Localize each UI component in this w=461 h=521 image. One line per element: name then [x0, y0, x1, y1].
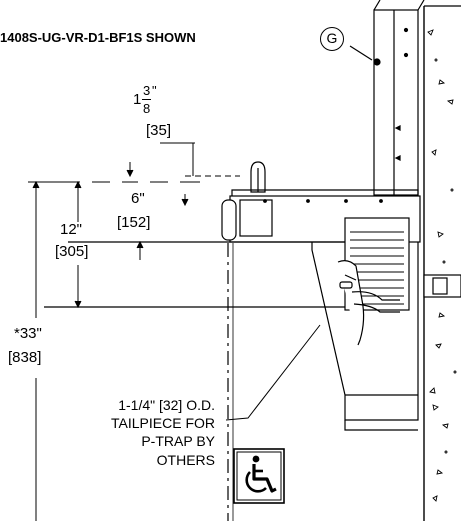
- note-line-4: OTHERS: [156, 451, 215, 468]
- note-line-3: P-TRAP BY: [141, 433, 215, 450]
- drawing-title: 1408S-UG-VR-D1-BF1S SHOWN: [0, 30, 196, 45]
- dim-12-in: 12": [60, 221, 83, 238]
- dim-1-3-8-den: 8: [143, 101, 151, 116]
- note-line-2: TAILPIECE FOR: [111, 415, 215, 432]
- dim-33-in: *33": [14, 325, 42, 342]
- callout-g: G: [320, 27, 344, 51]
- wheelchair-accessible-icon: [233, 448, 285, 504]
- note-line-1: 1-1/4" [32] O.D.: [118, 397, 215, 413]
- fraction-bar: [142, 99, 151, 100]
- dim-6-mm: [152]: [117, 214, 151, 231]
- dim-6-in: 6": [131, 190, 145, 207]
- tailpiece-pipe: [337, 260, 400, 346]
- chiller-body: [311, 242, 419, 431]
- bubbler: [250, 161, 266, 193]
- dimension-lines: [28, 142, 240, 521]
- tailpiece-note: 1-1/4" [32] O.D. TAILPIECE FOR P-TRAP BY…: [111, 396, 215, 469]
- upper-cabinet: [373, 0, 425, 196]
- dim-12-mm: [305]: [55, 243, 89, 260]
- dim-1-3-8-mm: [35]: [146, 122, 172, 139]
- callout-leader: [349, 45, 373, 61]
- dim-33-mm: [838]: [8, 349, 42, 366]
- wall: [423, 5, 461, 521]
- dim-1-3-8-unit: ": [152, 83, 157, 98]
- dim-1-3-8-num: 3: [143, 83, 151, 98]
- note-leader: [225, 324, 321, 421]
- dim-1-3-8-whole: 1: [133, 91, 142, 108]
